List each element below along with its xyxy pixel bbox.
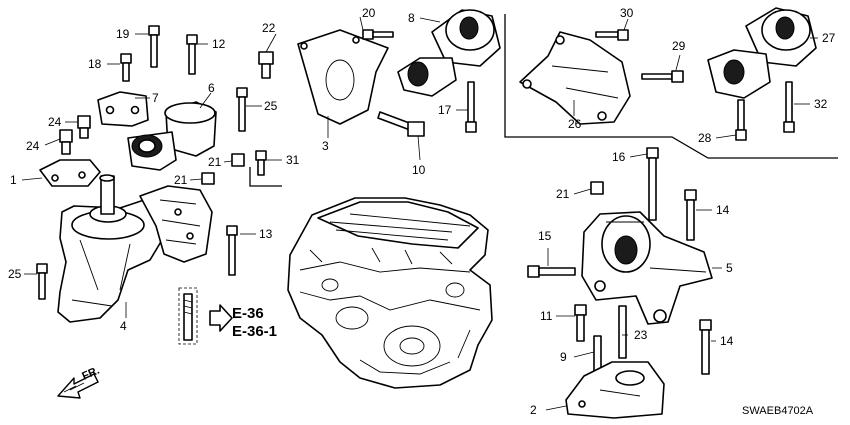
bolt-32 — [783, 81, 795, 133]
callout-3: 3 — [322, 139, 329, 153]
callout-26: 26 — [568, 117, 582, 131]
arrow-to-ref — [209, 304, 233, 332]
inset-frame — [504, 14, 838, 159]
bracket-frame-31 — [249, 167, 282, 187]
callout-6: 6 — [208, 81, 215, 95]
callout-19: 19 — [116, 27, 130, 41]
part-5-mount-assembly — [581, 211, 713, 325]
stud-9 — [593, 335, 602, 373]
callout-4: 4 — [120, 319, 127, 333]
leader-lines — [21, 16, 818, 411]
callout-21-c: 21 — [556, 187, 570, 201]
bolt-31 — [255, 150, 267, 176]
nut-21-c — [590, 181, 604, 195]
bolt-20 — [362, 29, 394, 40]
bolt-16 — [646, 147, 659, 221]
callout-17: 17 — [438, 103, 452, 117]
bolt-30 — [595, 29, 629, 41]
callout-5: 5 — [726, 261, 733, 275]
callout-18: 18 — [88, 57, 102, 71]
callout-11: 11 — [540, 309, 553, 323]
callout-10: 10 — [412, 163, 426, 177]
part-22-fitting — [258, 51, 274, 79]
callout-29: 29 — [672, 39, 686, 53]
bolt-12 — [186, 34, 198, 75]
part-4-side-mount-bracket — [57, 174, 169, 323]
nut-24-b — [59, 129, 73, 155]
callout-8: 8 — [408, 11, 415, 25]
part-8-mount — [397, 9, 501, 97]
bolt-19 — [148, 25, 160, 68]
callout-9: 9 — [560, 350, 567, 364]
reference-e36-1: E-36-1 — [232, 323, 277, 340]
callout-25-lower: 25 — [8, 267, 22, 281]
bolt-25-lower — [36, 263, 48, 300]
nut-21-b — [201, 172, 215, 185]
callout-21-b: 21 — [174, 173, 188, 187]
nut-24-a — [77, 115, 91, 139]
stud-e36 — [183, 293, 193, 341]
callout-15: 15 — [538, 229, 552, 243]
callout-32: 32 — [814, 97, 828, 111]
dashed-box-e36 — [178, 287, 198, 345]
callout-25-upper: 25 — [264, 99, 278, 113]
callout-27: 27 — [822, 31, 836, 45]
bolt-17 — [465, 81, 477, 133]
diagram-code: SWAEB4702A — [742, 405, 814, 417]
part-26-bracket — [519, 31, 631, 125]
callout-30: 30 — [620, 6, 634, 20]
transmission-bracket — [139, 185, 213, 263]
callout-23: 23 — [634, 328, 648, 342]
callout-14-lower: 14 — [720, 334, 734, 348]
front-direction-label: FR. — [80, 365, 101, 383]
bolt-18 — [120, 53, 132, 82]
callout-22: 22 — [262, 21, 276, 35]
part-27-mount — [707, 7, 817, 99]
part-3-bracket — [297, 29, 389, 125]
callout-13: 13 — [259, 227, 273, 241]
callout-1: 1 — [10, 173, 17, 187]
callout-24-a: 24 — [48, 115, 62, 129]
bolt-29 — [641, 70, 684, 83]
callout-31: 31 — [286, 153, 300, 167]
callout-16: 16 — [612, 150, 626, 164]
callout-28: 28 — [698, 131, 712, 145]
part-7-plate — [97, 91, 149, 127]
stud-23 — [618, 305, 627, 359]
bolt-28 — [735, 99, 747, 141]
engine-assembly — [287, 197, 493, 389]
bolt-15 — [527, 265, 576, 278]
part-2-bracket — [565, 361, 665, 419]
nut-21-a — [231, 153, 245, 167]
reference-e36: E-36 — [232, 305, 264, 322]
part-6-mount-rubber — [127, 101, 217, 171]
callout-12: 12 — [212, 37, 226, 51]
callout-7: 7 — [152, 91, 159, 105]
callout-14-upper: 14 — [716, 203, 730, 217]
bolt-10 — [377, 111, 425, 137]
callout-20: 20 — [362, 6, 376, 20]
callout-24-b: 24 — [26, 139, 40, 153]
bolt-11 — [574, 304, 587, 342]
bolt-14-lower — [699, 319, 712, 375]
bolt-13 — [226, 225, 238, 276]
bolt-14-upper — [684, 189, 697, 241]
front-direction-arrow-icon — [57, 373, 99, 399]
part-1-bracket — [39, 159, 101, 187]
callout-21-a: 21 — [208, 155, 222, 169]
callout-2: 2 — [530, 403, 537, 417]
bolt-25-upper — [236, 87, 248, 132]
